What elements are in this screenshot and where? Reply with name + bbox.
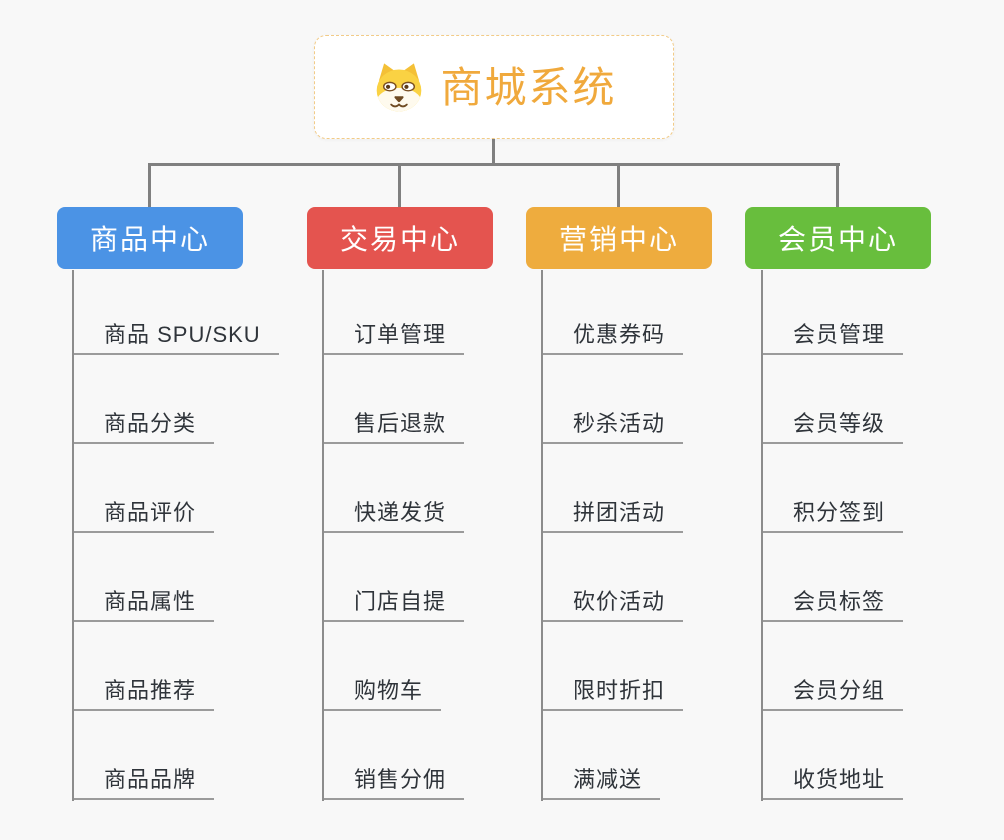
leaf-topic[interactable]: 砍价活动 [543,582,684,622]
root-title: 商城系统 [440,64,617,111]
leaf-topic[interactable]: 满减送 [543,760,661,800]
leaf-topic[interactable]: 商品品牌 [74,760,215,800]
branch-children-product-center: 商品 SPU/SKU 商品分类 商品评价 商品属性 商品推荐 商品品牌 [72,270,314,801]
connector-stub-trade [398,166,401,207]
branch-node-product-center[interactable]: 商品中心 [57,207,243,269]
connector-stub-product [148,166,151,207]
leaf-topic[interactable]: 限时折扣 [543,671,684,711]
connector-bus [148,163,840,166]
branch-children-marketing-center: 优惠券码 秒杀活动 拼团活动 砍价活动 限时折扣 满减送 [541,270,783,801]
leaf-topic[interactable]: 商品属性 [74,582,215,622]
leaf-topic[interactable]: 商品推荐 [74,671,215,711]
connector-stub-member [836,166,839,207]
leaf-topic[interactable]: 销售分佣 [324,760,465,800]
leaf-topic[interactable]: 优惠券码 [543,315,684,355]
leaf-topic[interactable]: 购物车 [324,671,442,711]
leaf-topic[interactable]: 订单管理 [324,315,465,355]
leaf-topic[interactable]: 快递发货 [324,493,465,533]
leaf-topic[interactable]: 售后退款 [324,404,465,444]
connector-root-drop [492,139,495,166]
dog-icon [377,63,422,112]
branch-children-trade-center: 订单管理 售后退款 快递发货 门店自提 购物车 销售分佣 [322,270,564,801]
leaf-topic[interactable]: 门店自提 [324,582,465,622]
root-node[interactable]: 商城系统 [314,35,674,139]
leaf-topic[interactable]: 会员管理 [763,315,904,355]
leaf-topic[interactable]: 商品 SPU/SKU [74,315,279,355]
leaf-topic[interactable]: 秒杀活动 [543,404,684,444]
leaf-topic[interactable]: 会员分组 [763,671,904,711]
connector-stub-marketing [617,166,620,207]
leaf-topic[interactable]: 会员标签 [763,582,904,622]
branch-node-member-center[interactable]: 会员中心 [745,207,931,269]
branch-node-trade-center[interactable]: 交易中心 [307,207,493,269]
branch-node-marketing-center[interactable]: 营销中心 [526,207,712,269]
branch-children-member-center: 会员管理 会员等级 积分签到 会员标签 会员分组 收货地址 [761,270,1003,801]
leaf-topic[interactable]: 商品分类 [74,404,215,444]
leaf-topic[interactable]: 会员等级 [763,404,904,444]
leaf-topic[interactable]: 拼团活动 [543,493,684,533]
leaf-topic[interactable]: 积分签到 [763,493,904,533]
leaf-topic[interactable]: 收货地址 [763,760,904,800]
leaf-topic[interactable]: 商品评价 [74,493,215,533]
